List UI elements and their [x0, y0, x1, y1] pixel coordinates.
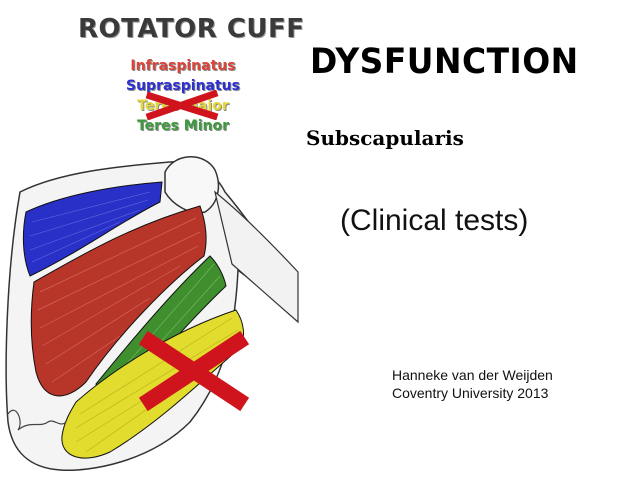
legend-item-teres-major: Teres Major [137, 98, 229, 114]
dysfunction-title: DYSFUNCTION [310, 42, 579, 82]
muscle-subtitle: Subscapularis [306, 126, 464, 150]
clinical-tests-label: (Clinical tests) [340, 204, 529, 237]
signature-mark [7, 409, 67, 431]
cross-out-mark-icon [138, 330, 250, 412]
shoulder-anatomy-illustration [5, 156, 299, 471]
legend-item-supraspinatus: Supraspinatus [126, 78, 240, 94]
credits: Hanneke van der Weijden Coventry Univers… [392, 366, 553, 402]
author-name: Hanneke van der Weijden [392, 367, 553, 383]
institution-name: Coventry University 2013 [392, 385, 549, 401]
legend-item-teres-minor: Teres Minor [136, 118, 229, 134]
humerus [214, 190, 299, 324]
muscle-legend: Infraspinatus Supraspinatus Teres Major … [108, 56, 258, 136]
supraspinatus-muscle [22, 181, 163, 277]
rotator-cuff-title: ROTATOR CUFF [78, 14, 305, 44]
infraspinatus-muscle [30, 205, 207, 397]
legend-item-infraspinatus: Infraspinatus [130, 58, 236, 74]
legend-item-teres-major-wrap: Teres Major [108, 90, 258, 120]
